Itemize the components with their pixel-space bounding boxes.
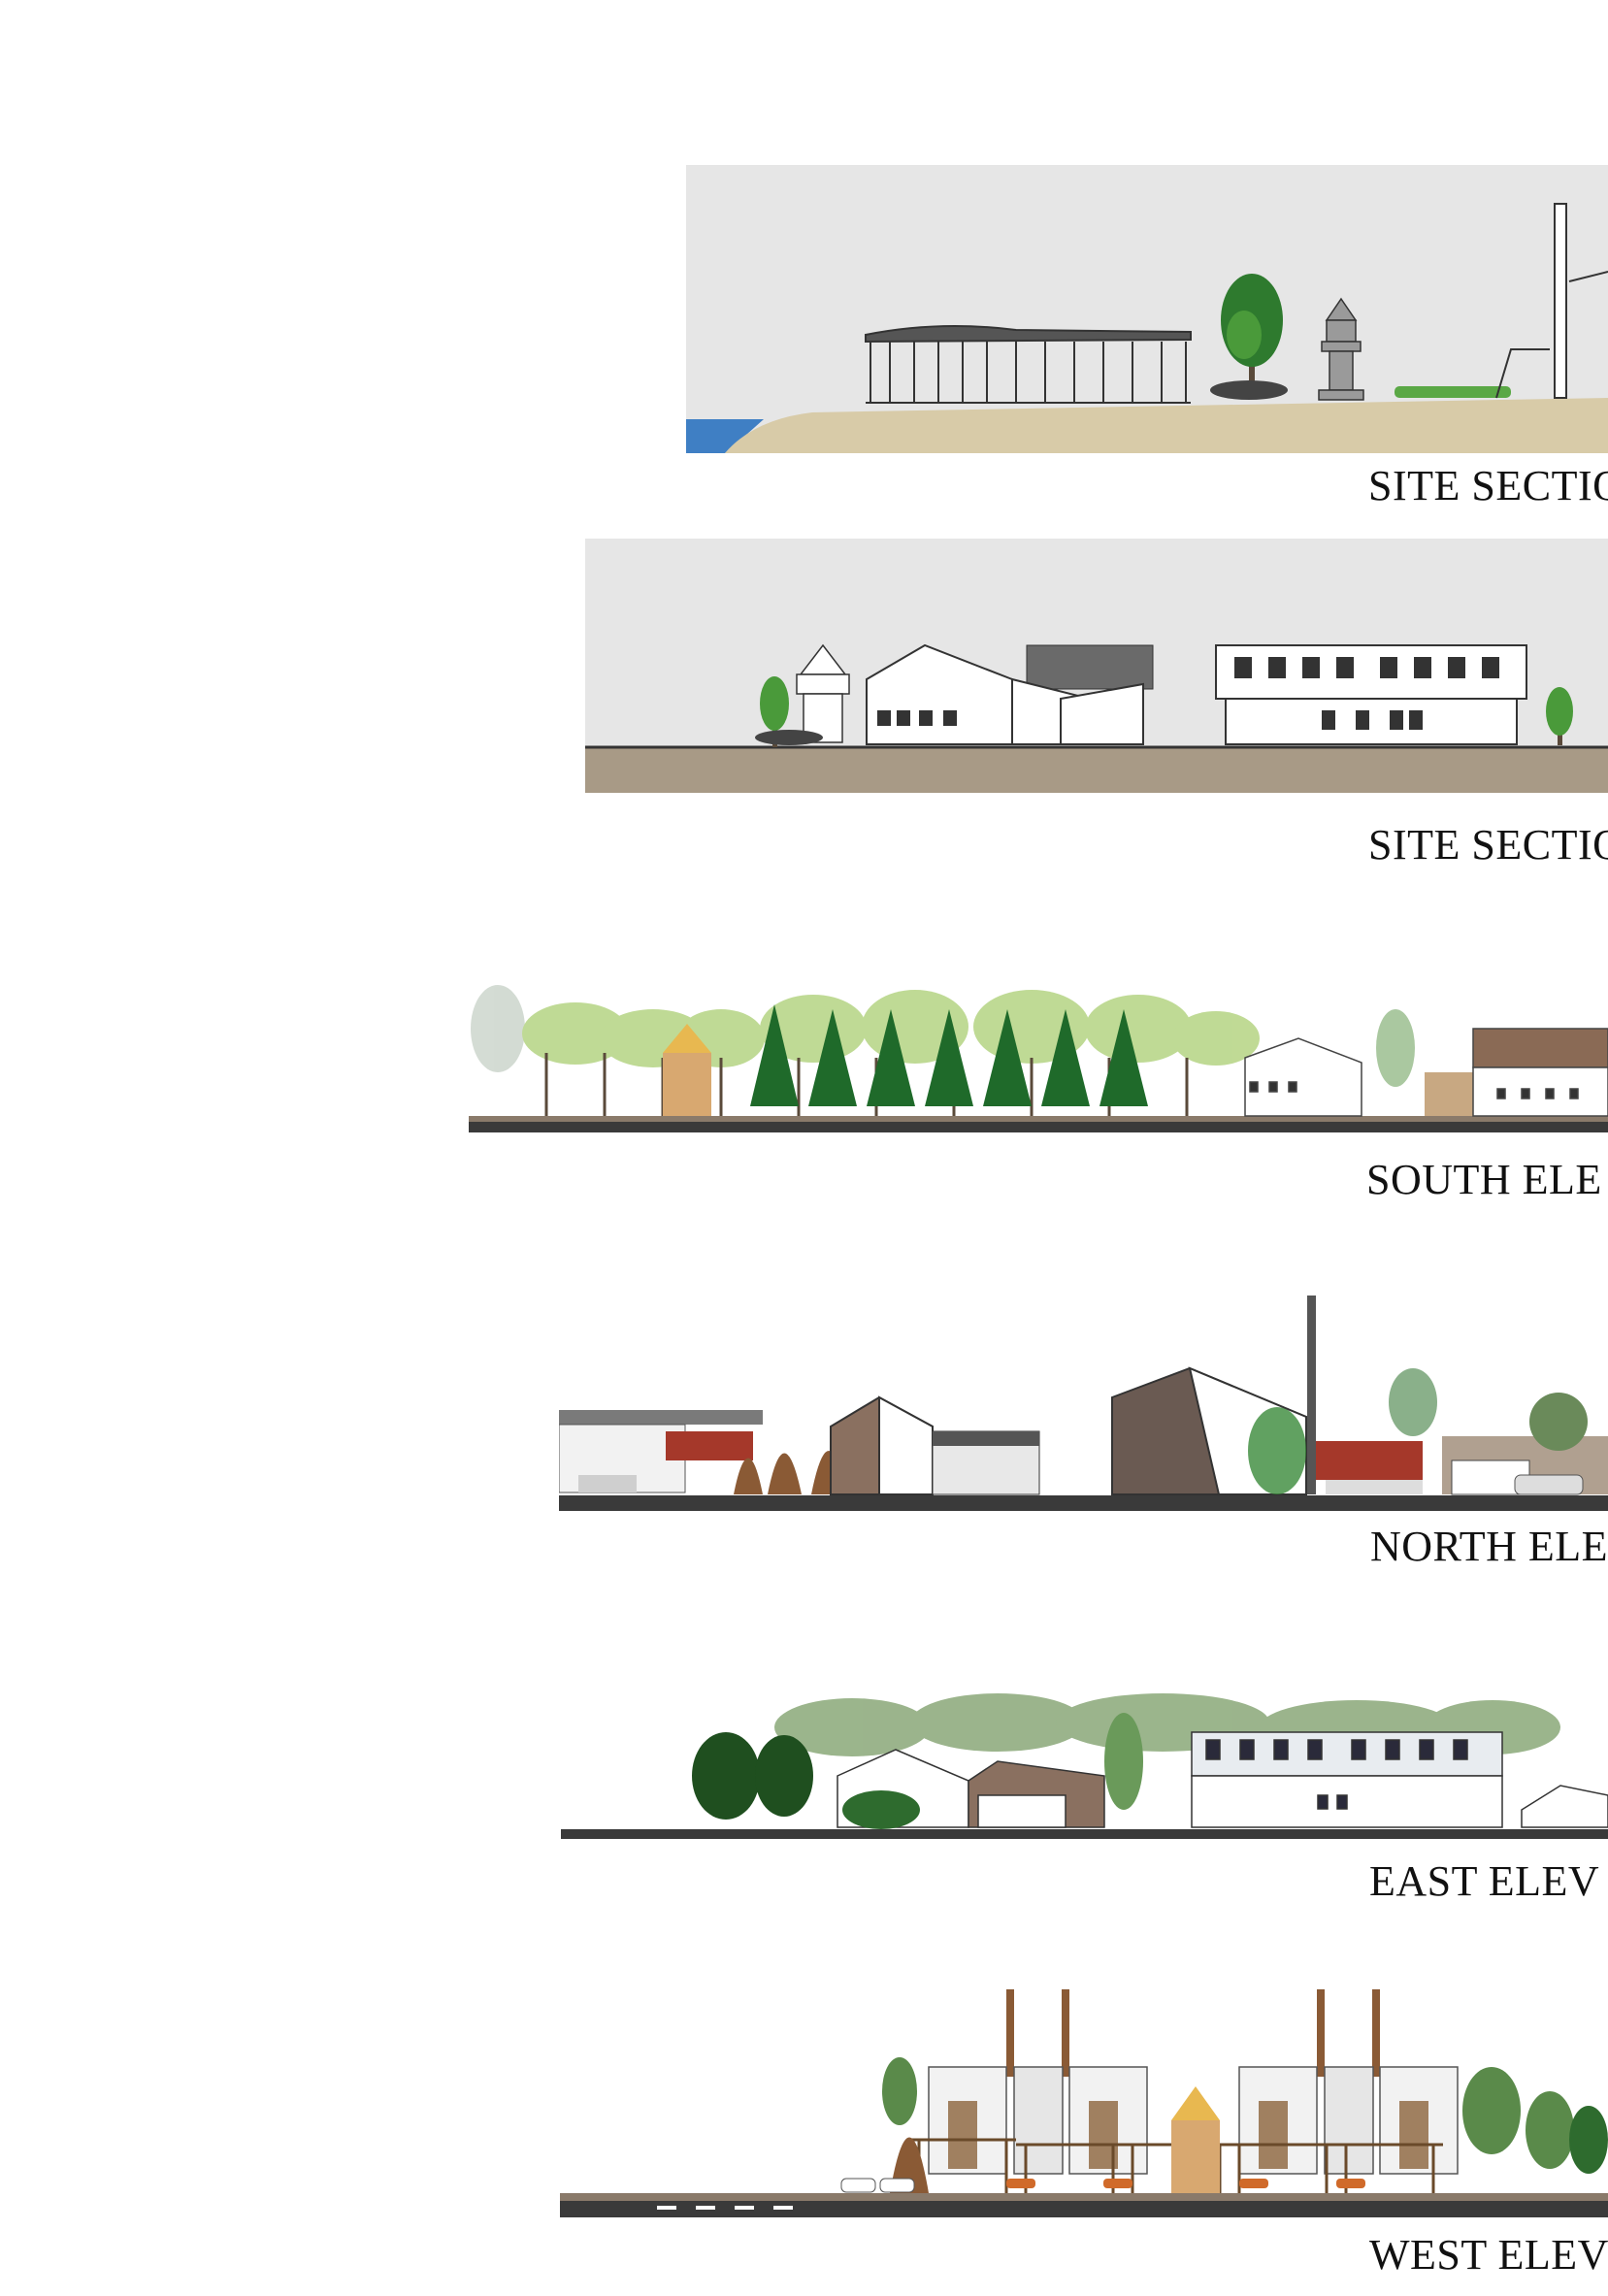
building-4: [1521, 1785, 1608, 1828]
vehicle: [1514, 1474, 1584, 1495]
chimneys: [1006, 1989, 1380, 2077]
caption-south-elevation: SOUTH ELE: [1366, 1156, 1602, 1203]
north-elevation-drawing: [559, 1296, 1608, 1511]
shrine: [796, 643, 850, 743]
cars: [840, 2178, 915, 2193]
building-3: [1191, 1731, 1503, 1828]
chimney: [1554, 203, 1608, 399]
south-elevation-drawing: [469, 985, 1608, 1132]
caption-east-elevation: EAST ELEV: [1369, 1857, 1600, 1905]
ground: [559, 1495, 1608, 1511]
tree-small: [1376, 1009, 1415, 1087]
water: [686, 419, 764, 453]
pavilion: [865, 325, 1192, 404]
tree: [1529, 1393, 1588, 1451]
tree: [1221, 274, 1283, 398]
canopy-structure: [559, 1410, 763, 1493]
kiosk: [663, 1024, 711, 1116]
ground: [561, 1829, 1608, 1839]
car: [1210, 380, 1288, 400]
caption-site-section-2: SITE SECTIO: [1368, 821, 1608, 869]
wood-shed: [1425, 1072, 1478, 1116]
chimney: [1307, 1296, 1316, 1494]
building-2: [1011, 677, 1144, 745]
ground: [469, 1121, 1608, 1132]
flower-beds: [1006, 2179, 1365, 2188]
west-elevation-drawing: [560, 1989, 1608, 2217]
building-brown: [1472, 1028, 1608, 1117]
tree: [1104, 1713, 1143, 1810]
shrine: [1171, 2086, 1220, 2193]
site-section-1-drawing: [686, 165, 1608, 453]
caption-west-elevation: WEST ELEV: [1369, 2231, 1608, 2279]
tree: [760, 676, 789, 747]
gable-building-1: [830, 1395, 934, 1495]
dark-trees: [692, 1732, 813, 1820]
east-elevation-drawing: [561, 1693, 1608, 1839]
building-white: [1244, 1037, 1362, 1117]
building-2: [968, 1760, 1105, 1828]
shrubs: [842, 1790, 920, 1829]
ground: [560, 2198, 1608, 2217]
site-section-2-drawing: [585, 539, 1608, 793]
shrine: [1318, 297, 1364, 401]
road-markings: [657, 2206, 793, 2210]
caption-site-section-1: SITE SECTIO: [1368, 462, 1608, 509]
dark-block: [1026, 644, 1154, 690]
conifer-trees: [750, 1004, 1148, 1106]
car: [755, 730, 823, 745]
red-block: [1316, 1441, 1423, 1480]
red-panel: [666, 1431, 753, 1460]
tree: [1546, 687, 1573, 745]
building-3: [1215, 644, 1527, 745]
tree: [1248, 1407, 1306, 1494]
tree: [1389, 1368, 1437, 1436]
trees: [882, 2057, 1608, 2174]
hedge: [1395, 386, 1511, 398]
ground: [725, 398, 1608, 453]
ground: [585, 747, 1608, 793]
canopy-trees-light: [471, 985, 1260, 1072]
caption-north-elevation: NORTH ELE: [1370, 1523, 1608, 1570]
